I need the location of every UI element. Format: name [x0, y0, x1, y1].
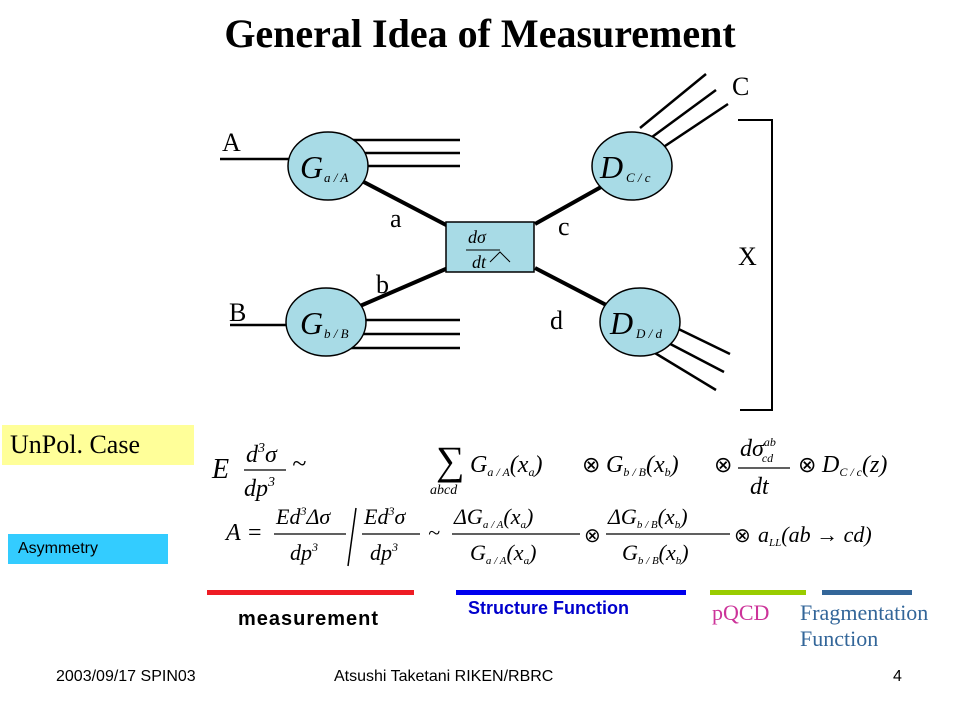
label-A: A [222, 128, 241, 157]
svg-text:dp3: dp3 [370, 540, 398, 565]
unpol-formula-lhs: E d3σ dp3 ~ [211, 441, 306, 502]
footer-author: Atsushi Taketani RIKEN/RBRC [334, 668, 554, 685]
svg-text:d3σ: d3σ [246, 441, 278, 468]
svg-text:⊗: ⊗ [734, 525, 751, 547]
pqcd-label: pQCD [712, 600, 770, 625]
label-b: b [376, 270, 389, 299]
line-c [534, 180, 611, 226]
svg-text:G: G [300, 149, 323, 185]
measurement-label: measurement [238, 608, 380, 630]
G-aA-sub: a / A [324, 170, 348, 185]
svg-text:dp3: dp3 [244, 475, 275, 502]
svg-text:dt: dt [750, 474, 770, 500]
label-B: B [229, 298, 247, 327]
fragmentation-function-label: Fragmentation Function [800, 600, 929, 651]
measurement-bar [207, 590, 414, 595]
D-Dd-sub: D / d [635, 326, 663, 341]
svg-text:⊗: ⊗ [798, 452, 816, 477]
svg-text:DC / c(z): DC / c(z) [821, 452, 887, 479]
G-bB-sub: b / B [324, 326, 349, 341]
svg-text:~: ~ [428, 520, 440, 545]
footer-date: 2003/09/17 SPIN03 [56, 668, 196, 685]
label-X: X [738, 242, 757, 271]
G-aA-blob [287, 131, 369, 201]
svg-text:⊗: ⊗ [584, 525, 601, 547]
svg-text:Ed3σ: Ed3σ [363, 504, 406, 529]
D-Dd-blob [599, 287, 681, 357]
page-number: 4 [893, 668, 902, 685]
cross-section-box [445, 221, 535, 273]
structure-function-label: Structure Function [468, 598, 629, 618]
svg-text:abcd: abcd [430, 483, 458, 498]
line-d [534, 266, 613, 310]
svg-text:D: D [609, 305, 633, 341]
svg-text:ΔGb / B(xb): ΔGb / B(xb) [607, 504, 688, 531]
svg-text:ΔGa / A(xa): ΔGa / A(xa) [453, 504, 533, 531]
asymmetry-formula: A = Ed3Δσ dp3 Ed3σ dp3 ~ ΔGa / A(xa) Ga … [224, 504, 872, 567]
svg-text:Ga / A(xa): Ga / A(xa) [470, 452, 542, 479]
asymmetry-label: Asymmetry [8, 534, 168, 564]
structure-function-bar [456, 590, 686, 595]
label-c: c [558, 212, 570, 241]
D-Cc-sub: C / c [626, 170, 651, 185]
D-Cc-blob [591, 131, 673, 201]
slide-title: General Idea of Measurement [224, 11, 736, 56]
svg-text:E: E [211, 454, 229, 485]
label-a: a [390, 204, 402, 233]
svg-text:Ed3Δσ: Ed3Δσ [275, 504, 331, 529]
unpol-case-label: UnPol. Case [2, 425, 194, 465]
svg-text:G: G [300, 305, 323, 341]
svg-text:aLL(ab → cd): aLL(ab → cd) [758, 522, 872, 549]
label-d: d [550, 306, 563, 335]
svg-text:dp3: dp3 [290, 540, 318, 565]
svg-text:dσ: dσ [468, 227, 487, 247]
svg-text:=: = [248, 520, 262, 546]
line-a [359, 178, 449, 228]
svg-text:Gb / B(xb): Gb / B(xb) [622, 540, 689, 567]
svg-text:⊗: ⊗ [714, 452, 732, 477]
fragmentation-bar [822, 590, 912, 595]
svg-text:dt: dt [472, 252, 487, 272]
svg-text:~: ~ [292, 449, 306, 478]
G-bB-blob [285, 287, 367, 357]
line-b [359, 266, 449, 308]
svg-text:∑: ∑ [436, 438, 465, 483]
svg-text:Ga / A(xa): Ga / A(xa) [470, 540, 536, 567]
svg-text:A: A [224, 520, 241, 546]
pqcd-bar [710, 590, 806, 595]
svg-text:D: D [599, 149, 623, 185]
svg-text:⊗: ⊗ [582, 452, 600, 477]
svg-text:Gb / B(xb): Gb / B(xb) [606, 452, 679, 479]
label-C: C [732, 72, 750, 101]
